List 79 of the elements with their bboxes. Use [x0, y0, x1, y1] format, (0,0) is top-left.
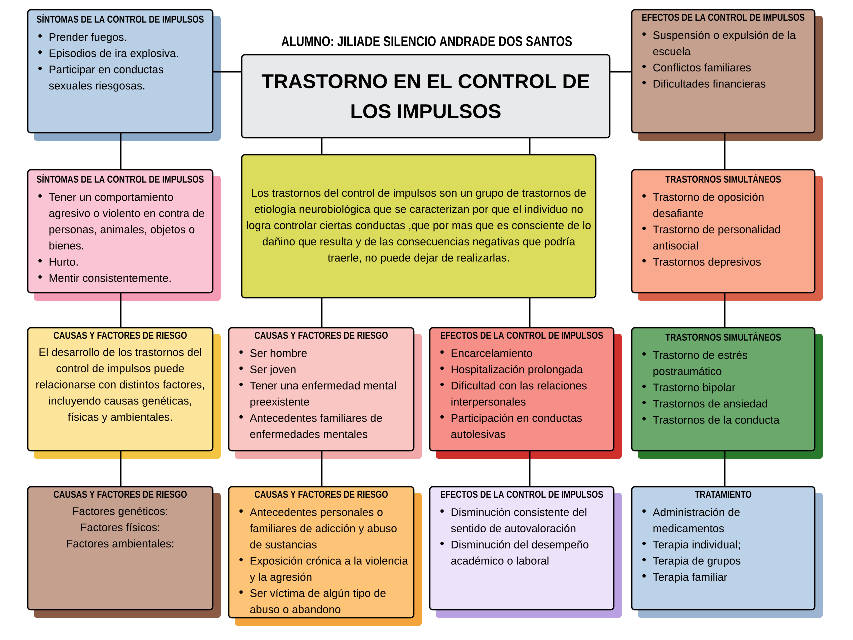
concept-box: [27, 9, 221, 141]
paragraph: El desarrollo de los trastornos del control de impulsos puede relacionarse con distintos factores, incluyendo causas genéticas, físicas y ambientales.: [36, 348, 204, 424]
bullet-item: Trastorno bipolar: [642, 384, 736, 394]
bullet-item: Trastornos de la conducta: [642, 416, 780, 424]
bullet-item: Trastorno de personalidad antisocial: [642, 226, 780, 250]
bullet-item: Ser víctima de algún tipo de abuso o abandono: [240, 589, 386, 614]
connector-line: [321, 138, 323, 155]
concept-box: [27, 169, 221, 301]
concept-box: [631, 9, 824, 141]
connector-line: [529, 451, 531, 487]
title-text: TRASTORNO EN EL CONTROL DE LOS IMPULSOS: [262, 74, 590, 119]
bullet-item: Disminución consistente del sentido de autovaloración: [440, 508, 587, 532]
concept-box: [429, 486, 622, 618]
bullet-item: Hurto.: [38, 258, 78, 266]
box-heading: TRASTORNOS SIMULTÁNEOS: [666, 174, 782, 183]
bullet-item: Trastornos depresivos: [642, 258, 761, 268]
concept-box: [27, 327, 221, 459]
paragraph: Factores ambientales:: [67, 540, 174, 548]
connector-line: [529, 298, 531, 328]
bullet-item: Terapia de grupos: [642, 556, 741, 568]
title-box: [241, 54, 611, 139]
paragraph: Factores genéticos:: [73, 507, 168, 518]
concept-box: [429, 327, 622, 459]
paragraph: Factores físicos:: [81, 523, 160, 532]
box-heading: CAUSAS Y FACTORES DE RIESGO: [54, 491, 187, 498]
connector-line: [724, 133, 726, 170]
bullet-item: Disminución del desempeño académico o laboral: [440, 540, 589, 565]
concept-box: [631, 327, 824, 459]
bullet-item: Trastornos de ansiedad: [642, 400, 768, 408]
connector-line: [120, 293, 122, 328]
connector-line: [321, 298, 323, 328]
box-heading: EFECTOS DE LA CONTROL DE IMPULSOS: [441, 332, 604, 340]
concept-box: [27, 486, 221, 618]
bullet-item: Hospitalización prolongada: [440, 365, 584, 376]
concept-box: [631, 486, 824, 618]
description-box: [241, 154, 597, 299]
concept-box: [228, 486, 422, 626]
bullet-item: Mentir consistentemente.: [38, 274, 171, 282]
box-heading: EFECTOS DE LA CONTROL DE IMPULSOS: [441, 491, 604, 498]
bullet-item: Episodios de ira explosiva.: [38, 49, 178, 60]
connector-line: [321, 451, 323, 487]
bullet-item: Ser joven: [240, 365, 296, 376]
box-heading: EFECTOS DE LA CONTROL DE IMPULSOS: [642, 14, 805, 22]
bullet-item: Participar en conductas sexuales riesgosas.: [38, 66, 164, 92]
bullet-item: Participación en conductas autolesivas: [440, 414, 582, 438]
bullet-item: Trastorno de estrés postraumático: [642, 350, 748, 378]
bullet-item: Tener un comportamiento agresivo o violento en contra de personas, animales, objetos o bienes.: [38, 193, 204, 250]
box-heading: SÍNTOMAS DE LA CONTROL DE IMPULSOS: [37, 14, 204, 23]
bullet-item: Tener una enfermedad mental preexistente: [240, 382, 396, 408]
box-heading: TRATAMIENTO: [695, 491, 752, 498]
bullet-item: Antecedentes personales o familiares de adicción y abuso de sustancias: [240, 508, 397, 549]
connector-line: [120, 451, 122, 487]
concept-box: [631, 169, 824, 301]
bullet-item: Ser hombre: [240, 349, 307, 358]
bullet-item: Terapia familiar: [642, 573, 728, 584]
bullet-item: Terapia individual;: [642, 540, 740, 551]
bullet-item: Conflictos familiares: [642, 64, 751, 72]
box-heading: TRASTORNOS SIMULTÁNEOS: [666, 332, 782, 341]
connector-line: [724, 451, 726, 487]
paragraph: Los trastornos del control de impulsos son un grupo de trastornos de etiología neurobiológica que se caracterizan por que el individuo no logra controlar ciertas conductas ,que por mas que es consciente de lo dañino que resulta y de las consecuencias negativas que podría traerle, no puede dejar de realizarlas.: [247, 188, 591, 264]
connector-line: [529, 138, 531, 155]
bullet-item: Encarcelamiento: [440, 349, 532, 358]
concept-box: [228, 327, 422, 459]
connector-line: [213, 71, 242, 73]
bullet-item: Dificultades financieras: [642, 80, 766, 88]
bullet-item: Dificultad con las relaciones interpersonales: [440, 382, 587, 408]
connector-line: [610, 71, 632, 73]
box-heading: CAUSAS Y FACTORES DE RIESGO: [255, 491, 388, 498]
box-heading: SÍNTOMAS DE LA CONTROL DE IMPULSOS: [37, 174, 204, 183]
bullet-item: Exposición crónica a la violencia y la agresión: [240, 556, 408, 584]
connector-line: [120, 133, 122, 170]
box-heading: CAUSAS Y FACTORES DE RIESGO: [255, 332, 388, 340]
bullet-item: Administración de medicamentos: [642, 508, 740, 532]
bullet-item: Antecedentes familiares de enfermedades mentales: [240, 414, 382, 438]
bullet-item: Suspensión o expulsión de la escuela: [642, 31, 796, 56]
bullet-item: Trastorno de oposición desafiante: [642, 192, 764, 218]
connector-line: [724, 293, 726, 328]
bullet-item: Prender fuegos.: [38, 33, 126, 44]
box-heading: CAUSAS Y FACTORES DE RIESGO: [54, 332, 187, 340]
